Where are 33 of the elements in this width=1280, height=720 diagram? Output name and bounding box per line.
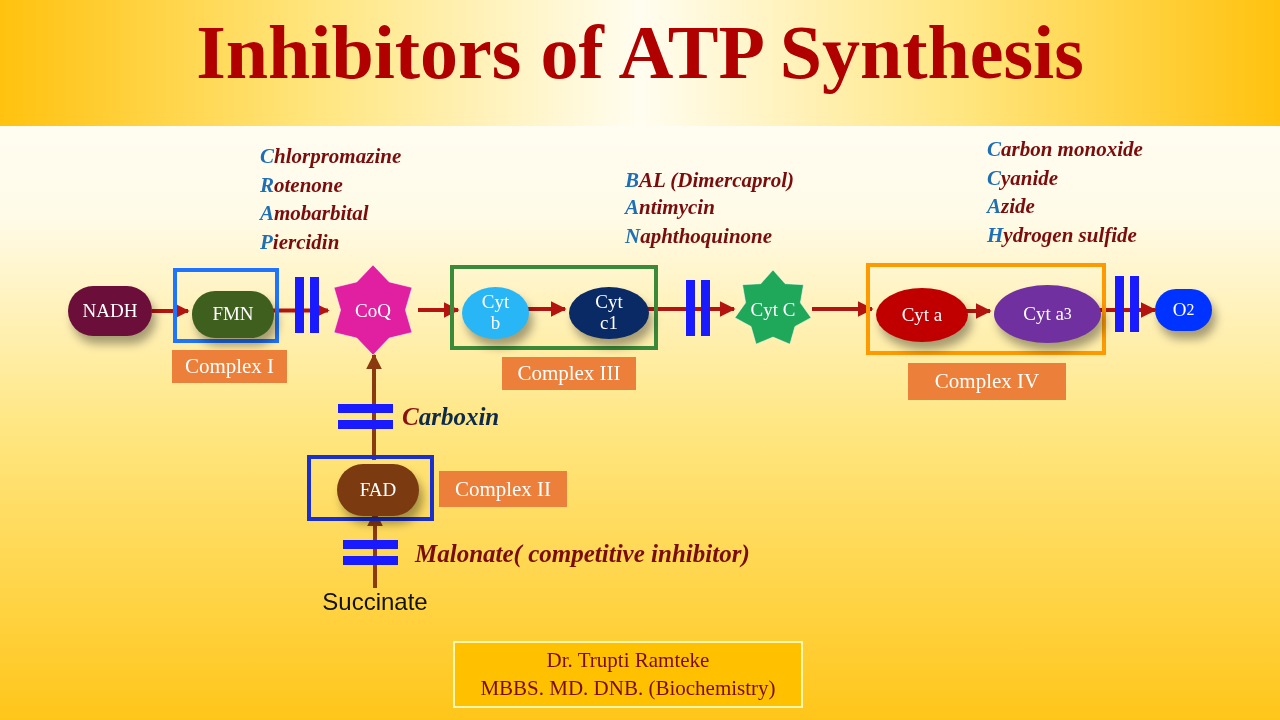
carrier-node: FMN <box>192 291 274 338</box>
complex-label: Complex IV <box>908 363 1066 400</box>
credit-text: MBBS. MD. DNB. (Biochemistry) <box>480 674 776 702</box>
complex-label: Complex III <box>502 357 636 390</box>
inhibitor-label: Carbon monoxide <box>987 139 1143 160</box>
carrier-node: NADH <box>68 286 152 336</box>
complex-label: Complex I <box>172 350 287 383</box>
carrier-node: FAD <box>337 464 419 516</box>
inhibitor-label: Cyanide <box>987 168 1059 189</box>
inhibitor-label: Malonate( competitive inhibitor) <box>415 541 750 566</box>
inhibitor-label: Azide <box>987 196 1035 217</box>
arrow <box>152 303 190 319</box>
inhibitor-label: Rotenone <box>260 175 343 196</box>
carrier-node: Cyt c1 <box>569 287 649 339</box>
credit-box <box>453 641 803 708</box>
complex-label: Complex II <box>439 471 567 507</box>
inhibitor-label: Amobarbital <box>260 203 369 224</box>
inhibitor-label: Hydrogen sulfide <box>987 225 1137 246</box>
inhibitor-label: Carboxin <box>402 404 500 429</box>
arrow <box>812 301 874 317</box>
inhibitor-label: Piercidin <box>260 232 340 253</box>
arrow <box>418 302 460 318</box>
node-label: CoQ <box>355 300 391 320</box>
node-label: Cyt C <box>750 299 796 319</box>
carrier-node: Cyt a <box>876 288 968 342</box>
inhibitor-label: Chlorpromazine <box>260 146 402 167</box>
arrow <box>366 353 382 460</box>
credit-text: Dr. Trupti Ramteke <box>546 647 710 675</box>
inhibitor-label: BAL (Dimercaprol) <box>625 170 794 191</box>
node-label: Succinate <box>310 588 440 620</box>
inhibitor-label: Antimycin <box>625 197 715 218</box>
carrier-node: Cyt b <box>462 287 529 339</box>
inhibitor-label: Naphthoquinone <box>625 226 773 247</box>
